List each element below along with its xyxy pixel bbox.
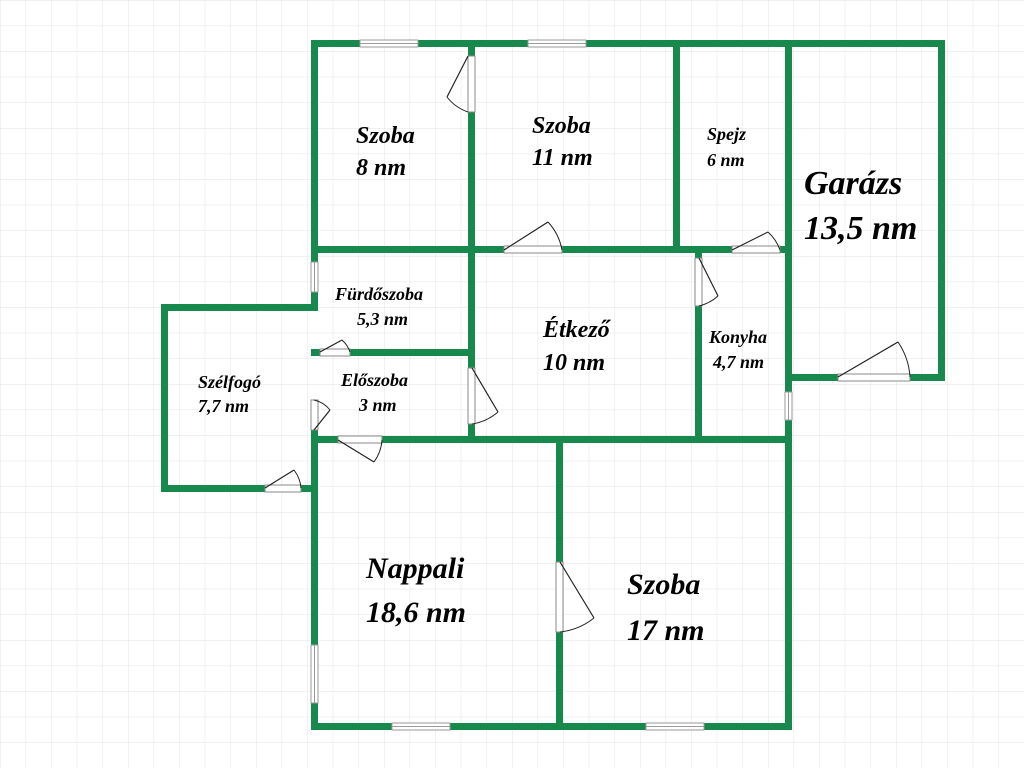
door-spejz[interactable] [731,231,781,254]
door-szoba1[interactable] [446,55,476,113]
door-szoba2[interactable] [503,221,563,254]
wall-szoba1-szoba2 [468,40,475,440]
wall-konyha-left [695,253,702,440]
window-szoba2 [527,39,587,48]
room-szelfogo-area: 7,7 nm [198,396,249,416]
room-eloszoba-area: 3 nm [358,395,397,415]
room-nappali-area: 18,6 nm [366,596,466,629]
doors [264,55,911,633]
room-szoba2-area: 11 nm [532,145,593,171]
room-konyha-area: 4,7 nm [712,352,764,372]
door-furdoszoba[interactable] [319,339,351,357]
door-eloszoba[interactable] [337,435,383,463]
room-szoba3-area: 17 nm [627,614,705,647]
wall-middle-horizontal [311,436,792,443]
room-spejz-area: 6 nm [707,150,745,170]
room-labels: Szoba 8 nm Szoba 11 nm Spejz 6 nm Garázs… [198,113,917,647]
room-szoba1-name: Szoba [356,123,415,149]
wall-right-main [785,40,792,730]
room-konyha-name: Konyha [708,327,767,347]
wall-szelfogo-top [161,304,318,311]
room-eloszoba-name: Előszoba [340,370,408,390]
room-furdoszoba-area: 5,3 nm [357,309,408,329]
room-szelfogo-name: Szélfogó [198,372,261,392]
door-szelfogo-inner[interactable] [310,399,331,431]
wall-left-upper [311,40,318,304]
room-etkezo-name: Étkező [542,317,612,343]
wall-left-lower [311,400,318,730]
window-nappali-bottom [391,722,451,731]
window-szoba1 [359,39,419,48]
door-konyha[interactable] [694,257,719,307]
door-etkezo[interactable] [467,367,499,425]
wall-szelfogo-bottom [161,485,318,492]
wall-garage-right [938,40,945,380]
door-nappali-szoba[interactable] [555,561,595,633]
room-etkezo-area: 10 nm [543,350,605,376]
wall-furdo-eloszoba [311,349,475,356]
windows [310,39,793,731]
room-szoba2-name: Szoba [532,113,591,139]
room-spejz-name: Spejz [707,124,746,144]
wall-bottom [311,723,792,730]
window-furdo-left [310,261,319,293]
room-garazs-area: 13,5 nm [804,210,917,247]
wall-szelfogo-left [161,304,168,492]
window-nappali-left [310,644,319,704]
room-furdoszoba-name: Fürdőszoba [334,284,423,304]
room-garazs-name: Garázs [804,165,902,202]
room-szoba1-area: 8 nm [356,155,406,181]
wall-szoba2-spejz [673,40,680,253]
door-garazs[interactable] [837,341,911,382]
wall-top [311,40,945,47]
room-nappali-name: Nappali [365,552,465,585]
room-szoba3-name: Szoba [627,568,700,601]
door-entrance[interactable] [264,469,302,493]
window-konyha-right [784,391,793,421]
window-szoba3-bottom [645,722,705,731]
